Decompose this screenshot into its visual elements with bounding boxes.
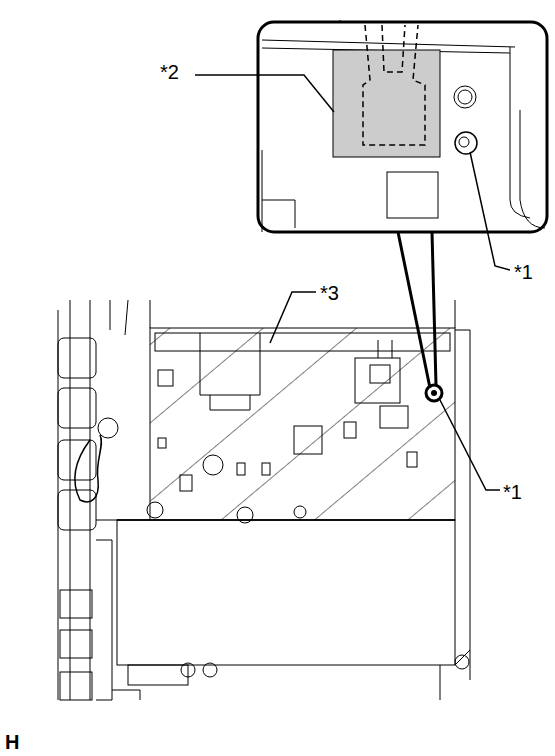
callout-number: *1: [514, 262, 533, 282]
figure-letter: H: [5, 732, 19, 752]
callout-number: *1: [503, 482, 522, 502]
callout-number: *3: [320, 283, 339, 303]
zoom-lines: [398, 232, 436, 388]
ecu-board: [117, 300, 470, 700]
connector-area: [333, 50, 440, 157]
leader-lines: [195, 75, 510, 490]
side-connectors: [58, 300, 150, 700]
detail-inset: [258, 20, 547, 232]
callout-number: *2: [160, 62, 179, 82]
